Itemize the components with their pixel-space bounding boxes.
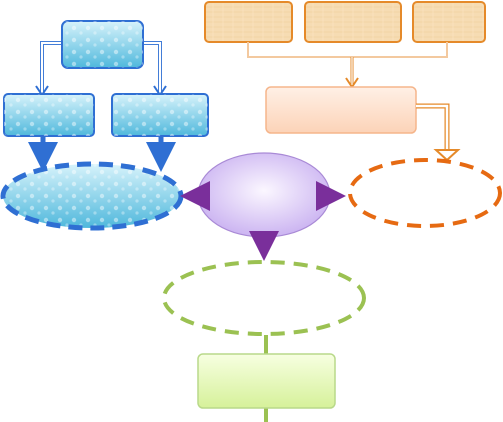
orange-elbow-arrow	[416, 103, 461, 162]
blue-top-box	[61, 20, 144, 69]
tan-box-2	[304, 1, 402, 43]
blue-right-box	[111, 93, 209, 137]
tan-boxes	[204, 1, 486, 43]
blue-ellipse	[0, 161, 184, 231]
blue-left-box	[3, 93, 95, 137]
purple-center-ellipse	[197, 152, 331, 238]
tan-box-1	[204, 1, 293, 43]
tan-box-3	[412, 1, 486, 43]
tan-connectors	[247, 42, 448, 89]
purple-arrows	[180, 181, 346, 261]
green-box	[197, 353, 336, 409]
peach-box	[265, 86, 417, 134]
green-ellipse	[162, 260, 366, 336]
orange-ellipse	[348, 158, 502, 228]
